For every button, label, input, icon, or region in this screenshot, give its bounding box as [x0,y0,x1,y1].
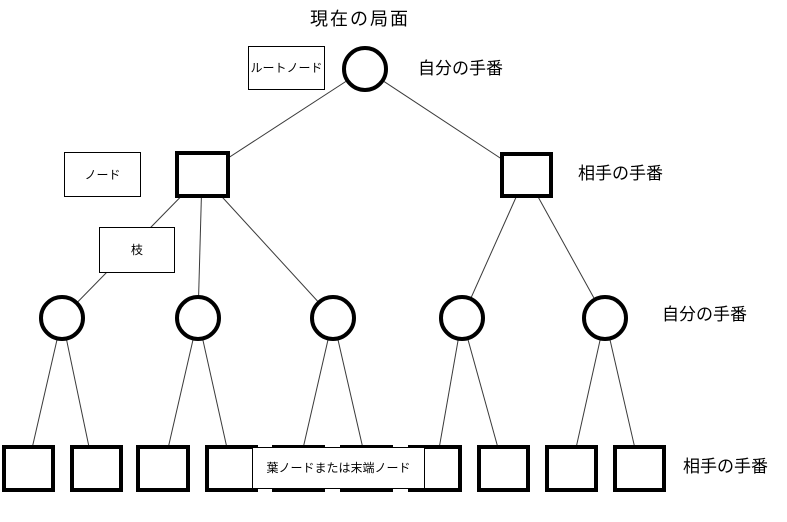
edge [525,174,606,319]
turn-label-level3: 自分の手番 [662,305,747,324]
leaf-node-square-9 [545,445,598,492]
leaf-node-square-3 [136,445,190,492]
leaf-callout: 葉ノードまたは末端ノード [252,447,425,489]
edge [27,317,63,467]
level3-node-circle-4 [439,295,485,341]
edge [163,317,199,467]
edge [461,317,504,467]
level2-node-square-left [175,151,230,198]
root-node-callout: ルートノード [248,46,325,90]
edge [571,317,606,467]
leaf-node-square-1 [2,445,55,492]
level2-node-square-right [500,152,553,198]
edge [298,317,334,467]
level3-node-circle-5 [582,295,628,341]
edge [461,174,527,319]
edge [604,317,640,467]
edge [435,317,463,467]
leaf-node-square-2 [70,445,123,492]
edge [197,317,232,467]
turn-label-level2: 相手の手番 [578,164,663,183]
edge [197,174,203,319]
level3-node-circle-3 [310,295,356,341]
edge [364,68,527,176]
edge [332,317,368,467]
root-node-circle [342,46,388,92]
edge [201,174,334,319]
level3-node-circle-1 [39,295,85,341]
node-callout: ノード [64,152,141,197]
branch-callout: 枝 [99,227,175,273]
edge [61,317,94,467]
diagram-title: 現在の局面 [310,9,410,29]
leaf-node-square-10 [613,445,666,492]
level3-node-circle-2 [175,295,221,341]
leaf-node-square-4 [205,445,258,492]
turn-label-level1: 自分の手番 [418,59,503,78]
turn-label-level4: 相手の手番 [683,457,768,476]
leaf-node-square-8 [477,445,530,492]
